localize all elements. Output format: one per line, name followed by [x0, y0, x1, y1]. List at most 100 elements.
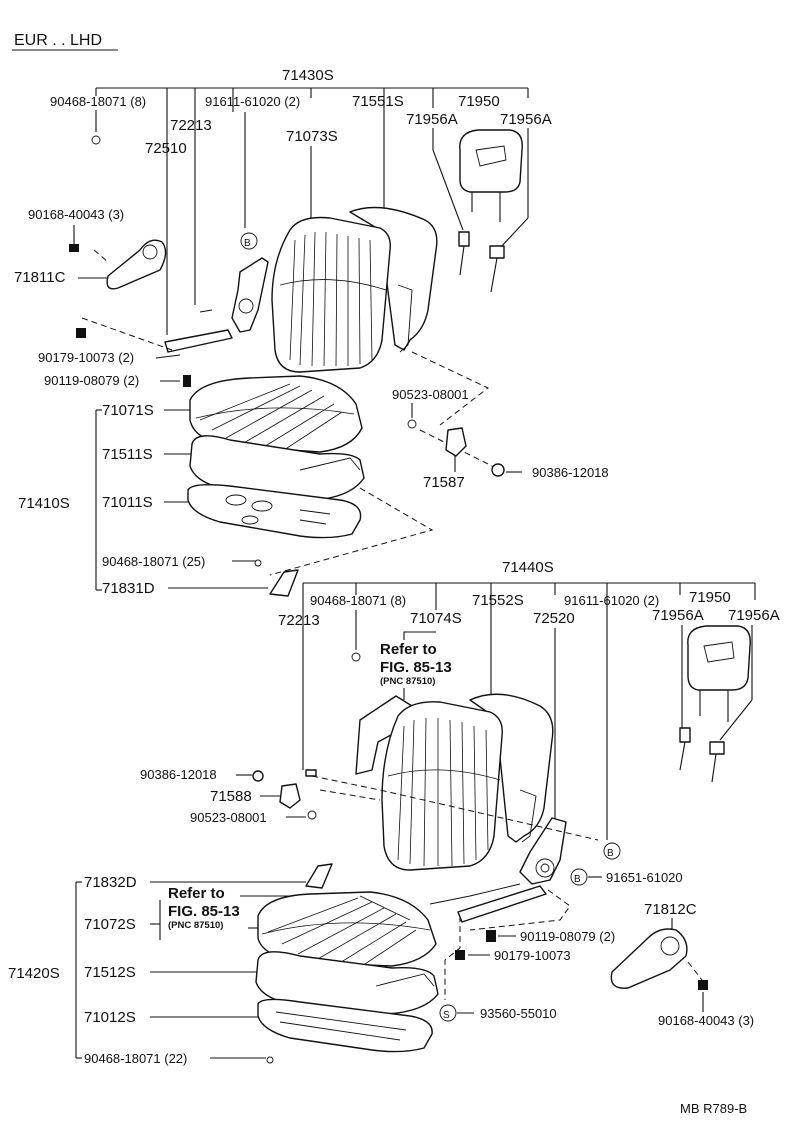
bolt-icon-b: [698, 980, 708, 990]
headrest-icon: [459, 129, 523, 222]
label-71011S: 71011S: [102, 494, 153, 511]
label-71950-a: 71950: [458, 93, 500, 110]
label-90168-40043-3-a: 90168-40043 (3): [28, 207, 124, 222]
label-71811C: 71811C: [14, 269, 66, 286]
headrest-guide-icon: [458, 231, 505, 293]
recliner-hinge-icon: B: [164, 232, 269, 353]
clip-icon-d: [266, 1056, 274, 1064]
callout-s: S: [443, 1010, 450, 1021]
refer-to-label-a: Refer to: [380, 641, 437, 658]
cushion-top-icon-b: [257, 891, 437, 967]
callout-b-upper: B: [244, 238, 251, 249]
callout-b-icon-2: [570, 868, 588, 886]
fig-label-a: FIG. 85-13: [380, 659, 452, 676]
label-91651-61020: 91651-61020: [606, 870, 683, 885]
label-90523-08001-a: 90523-08001: [392, 387, 469, 402]
side-cover-icon-b: [610, 928, 688, 989]
callout-b-icon-1: [603, 842, 621, 860]
label-71551S: 71551S: [352, 93, 404, 110]
callout-b-1: B: [607, 848, 614, 859]
washer-icon: [407, 419, 417, 429]
label-72510: 72510: [145, 140, 187, 157]
label-71831D: 71831D: [102, 580, 155, 597]
label-90119-08079-2-a: 90119-08079 (2): [44, 373, 139, 388]
seatback-icon: [271, 206, 438, 373]
label-71511S: 71511S: [102, 446, 153, 463]
cushion-frame-icon-b: [257, 998, 433, 1053]
nut-icon: [76, 328, 86, 338]
recliner-hinge-icon-b: [429, 817, 567, 923]
label-71512S: 71512S: [84, 964, 136, 981]
clip-icon-b: [254, 559, 262, 567]
label-93560-55010: 93560-55010: [480, 1006, 557, 1021]
label-90523-08001-b: 90523-08001: [190, 810, 267, 825]
label-71410S: 71410S: [18, 495, 70, 512]
label-71073S: 71073S: [286, 128, 338, 145]
label-71588: 71588: [210, 788, 252, 805]
label-71956A-b: 71956A: [500, 111, 552, 128]
nut-icon-c: [252, 770, 264, 782]
nut-icon-d: [455, 950, 465, 960]
label-71812C: 71812C: [644, 901, 697, 918]
washer-icon-b: [307, 810, 317, 820]
cushion-frame-icon: [187, 483, 362, 539]
label-72520: 72520: [533, 610, 575, 627]
callout-b-2: B: [574, 874, 581, 885]
screw-icon: [183, 375, 191, 387]
label-71956A-c: 71956A: [652, 607, 704, 624]
bolt-icon: [69, 244, 79, 252]
nut-icon-b: [491, 463, 505, 477]
label-71950-b: 71950: [689, 589, 731, 606]
screw-icon-b: [486, 930, 496, 942]
upper-seat-group: 71430S 90468-18071 (8) 91611-61020 (2) 7…: [14, 67, 609, 576]
label-71587: 71587: [423, 474, 465, 491]
label-90386-12018-b: 90386-12018: [140, 767, 217, 782]
label-90468-18071-8-a: 90468-18071 (8): [50, 94, 146, 109]
trim-cover-icon-b: [305, 863, 333, 889]
label-71430S: 71430S: [282, 67, 334, 84]
trim-cover-icon: [269, 569, 299, 597]
label-91611-61020-2-b: 91611-61020 (2): [564, 593, 659, 608]
label-72213-b: 72213: [278, 612, 320, 629]
label-71012S: 71012S: [84, 1009, 136, 1026]
label-90468-18071-22: 90468-18071 (22): [84, 1051, 187, 1066]
label-71420S: 71420S: [8, 965, 60, 982]
label-90179-10073: 90179-10073: [494, 948, 571, 963]
label-71072S: 71072S: [84, 916, 136, 933]
label-71956A-d: 71956A: [728, 607, 780, 624]
label-72213-a: 72213: [170, 117, 212, 134]
label-90468-18071-25: 90468-18071 (25): [102, 554, 205, 569]
side-cover-icon: [106, 239, 167, 290]
label-71956A-a: 71956A: [406, 111, 458, 128]
callout-s-icon: [439, 1004, 457, 1022]
label-71440S: 71440S: [502, 559, 554, 576]
headrest-guide-icon-b: [679, 727, 725, 783]
fig-label-b: FIG. 85-13: [168, 903, 240, 920]
diagram-code: MB R789-B: [680, 1101, 747, 1116]
pnc-label-b: (PNC 87510): [168, 920, 223, 931]
label-90179-10073-2: 90179-10073 (2): [38, 350, 134, 365]
seatback-icon-b: [355, 693, 554, 871]
region-label: EUR . . LHD: [14, 32, 102, 49]
headrest-icon-b: [687, 625, 751, 722]
upper-cushion-group: 71410S 71071S 71511S 71011S 90468-18071 …: [18, 375, 365, 597]
label-90386-12018-a: 90386-12018: [532, 465, 609, 480]
clip-icon: [91, 135, 101, 145]
refer-to-label-b: Refer to: [168, 885, 225, 902]
label-90468-18071-8-b: 90468-18071 (8): [310, 593, 406, 608]
clip-icon-c: [351, 652, 361, 662]
bracket-icon-b: [279, 783, 301, 809]
lower-cushion-group: 71420S 71832D 71072S Refer to FIG. 85-13…: [8, 863, 439, 1066]
label-71832D: 71832D: [84, 874, 137, 891]
label-90168-40043-3-b: 90168-40043 (3): [658, 1013, 754, 1028]
label-71071S: 71071S: [102, 402, 154, 419]
bracket-icon: [445, 427, 467, 457]
label-71074S: 71074S: [410, 610, 462, 627]
pnc-label-a: (PNC 87510): [380, 676, 435, 687]
lower-seat-group: 71440S 90468-18071 (8) 71552S 91611-6102…: [140, 559, 780, 1028]
label-90119-08079-2-b: 90119-08079 (2): [520, 929, 615, 944]
label-91611-61020-2-a: 91611-61020 (2): [205, 94, 300, 109]
label-71552S: 71552S: [472, 592, 524, 609]
plug-icon: [305, 769, 317, 777]
